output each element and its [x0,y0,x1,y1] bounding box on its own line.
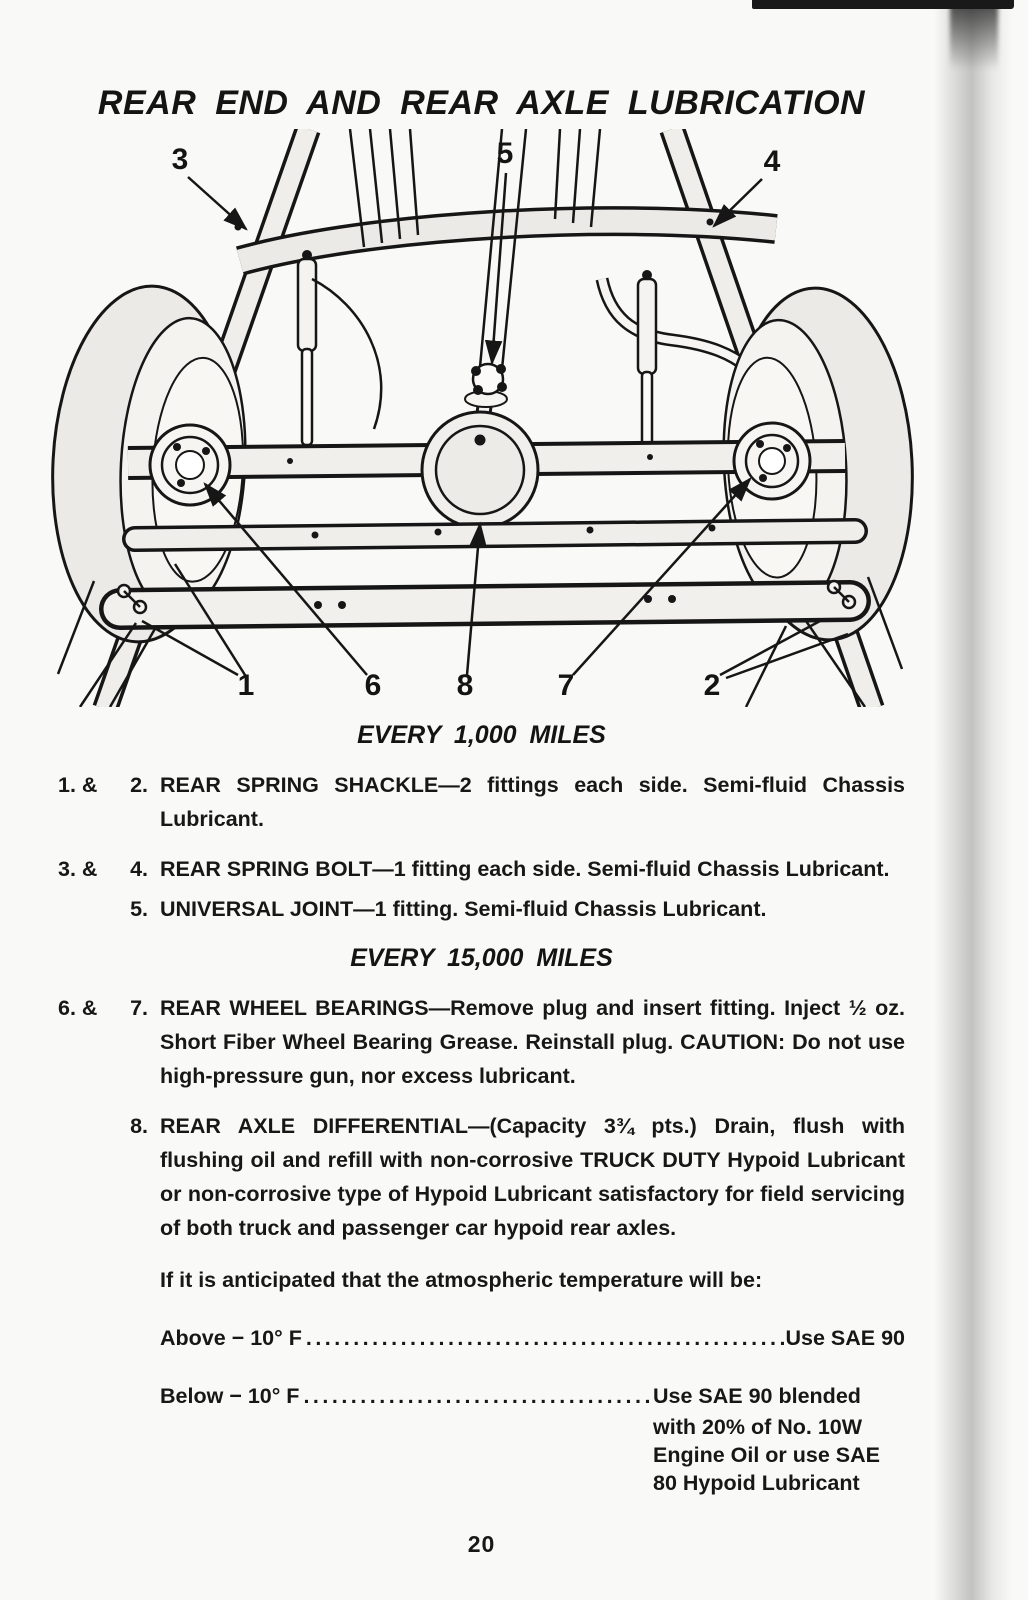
item-number: 2. [130,773,148,797]
wheel-hub-left [148,423,232,507]
callout-6: 6 [365,669,382,702]
scan-corner-smudge [950,0,998,70]
leader-dots: ........................................… [303,1384,653,1408]
callout-3: 3 [172,143,189,176]
section-heading-15000-miles: EVERY 15,000 MILES [350,944,613,972]
rear-axle-diagram-svg: 3 5 4 1 6 8 7 2 [51,129,914,707]
frame-cross-member-upper [234,206,778,276]
exhaust-pipe [595,277,752,373]
brake-hose [311,277,383,430]
item-prefix: 3. & [58,857,98,881]
universal-joint [464,362,508,408]
temperature-result: Use SAE 90 [785,1326,905,1350]
callout-1: 1 [238,669,255,702]
item-prefix: 6. & [58,996,98,1020]
item-number: 7. [130,996,148,1020]
item-text: UNIVERSAL JOINT—1 fitting. Semi-fluid Ch… [160,897,767,921]
item-text: REAR AXLE DIFFERENTIAL—(Capacity 3¾ pts.… [160,1114,905,1240]
differential [420,379,540,530]
item-text: REAR WHEEL BEARINGS—Remove plug and inse… [160,996,905,1088]
item-text: REAR SPRING SHACKLE—2 fittings each side… [160,773,905,831]
temperature-result-line: with 20% of No. 10W [653,1415,863,1439]
callout-8: 8 [457,669,474,702]
frame-cross-member-lower [122,518,868,552]
spring-shackle-right [744,576,904,707]
callout-leaders [141,172,849,680]
spring-shackle-left [56,580,158,707]
rear-bumper [99,580,871,630]
lube-item-spring-shackle: 1. & 2. REAR SPRING SHACKLE—2 fittings e… [58,768,905,836]
temperature-condition: Below − 10° F [160,1384,300,1408]
temperature-result-line: Engine Oil or use SAE [653,1443,880,1467]
scan-binding-shadow [934,0,1012,1600]
temperature-result-block: Use SAE 90 blended with 20% of No. 10W E… [653,1379,905,1497]
wheel-hub-right [732,421,812,501]
page-number: 20 [467,1531,496,1557]
rear-axle-diagram: 3 5 4 1 6 8 7 2 [51,129,914,707]
page-title: REAR END AND REAR AXLE LUBRICATION [97,84,866,122]
lube-item-wheel-bearings: 6. & 7. REAR WHEEL BEARINGS—Remove plug … [58,991,905,1093]
lube-item-universal-joint: 5. UNIVERSAL JOINT—1 fitting. Semi-fluid… [58,892,905,926]
temperature-result-line: 80 Hypoid Lubricant [653,1471,860,1495]
temperature-result-line: Use SAE 90 blended [653,1384,861,1408]
item-number: 5. [130,897,148,921]
item-number: 4. [130,857,148,881]
temperature-intro: If it is anticipated that the atmospheri… [160,1268,763,1292]
lube-item-axle-differential: 8. REAR AXLE DIFFERENTIAL—(Capacity 3¾ p… [58,1109,905,1245]
callout-2: 2 [704,669,721,702]
leader-dots: ........................................… [305,1326,786,1350]
scan-top-edge [752,0,1014,9]
item-prefix: 1. & [58,773,98,797]
item-number: 8. [130,1114,148,1138]
callout-5: 5 [497,137,514,170]
driveshaft [348,129,602,370]
item-text: REAR SPRING BOLT—1 fitting each side. Se… [160,857,890,881]
callout-7: 7 [558,669,575,702]
temperature-condition: Above − 10° F [160,1326,302,1350]
shock-absorber-right [636,270,658,468]
temperature-row-below: Below − 10° F ..........................… [160,1379,905,1497]
temperature-row-above: Above − 10° F ..........................… [160,1321,905,1355]
temperature-note: If it is anticipated that the atmospheri… [58,1263,905,1497]
callout-4: 4 [764,145,781,178]
lube-item-spring-bolt: 3. & 4. REAR SPRING BOLT—1 fitting each … [58,852,905,886]
section-heading-1000-miles: EVERY 1,000 MILES [357,721,606,749]
